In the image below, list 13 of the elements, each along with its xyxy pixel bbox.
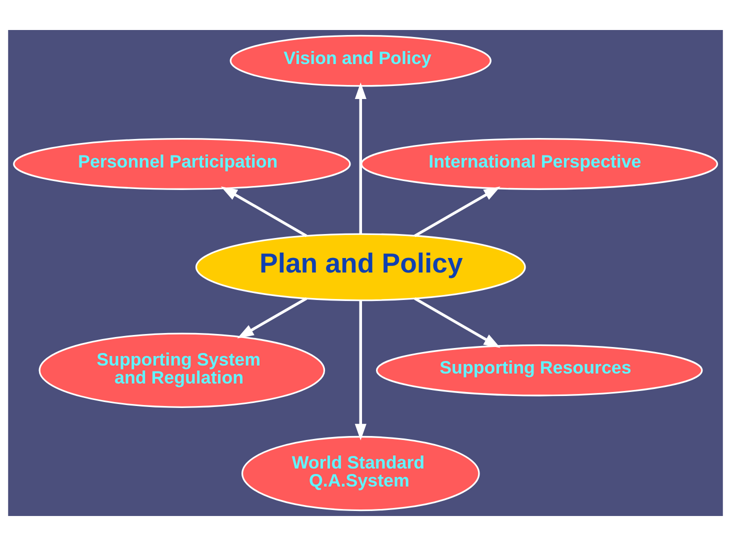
arrow [220,186,308,238]
arrow [354,300,366,440]
node-ellipse: International Perspective [360,138,718,190]
arrow [354,82,366,234]
arrow [237,297,308,338]
node-ellipse: Vision and Policy [230,34,492,87]
node-ellipse: Personnel Participation [13,138,351,190]
node-ellipse: Plan and Policy [195,233,526,302]
arrow [414,186,500,238]
node-ellipse: World Standard Q.A.System [241,436,480,512]
arrow [414,297,500,348]
node-ellipse: Supporting Resources [376,344,703,396]
node-ellipse: Supporting System and Regulation [38,332,326,408]
